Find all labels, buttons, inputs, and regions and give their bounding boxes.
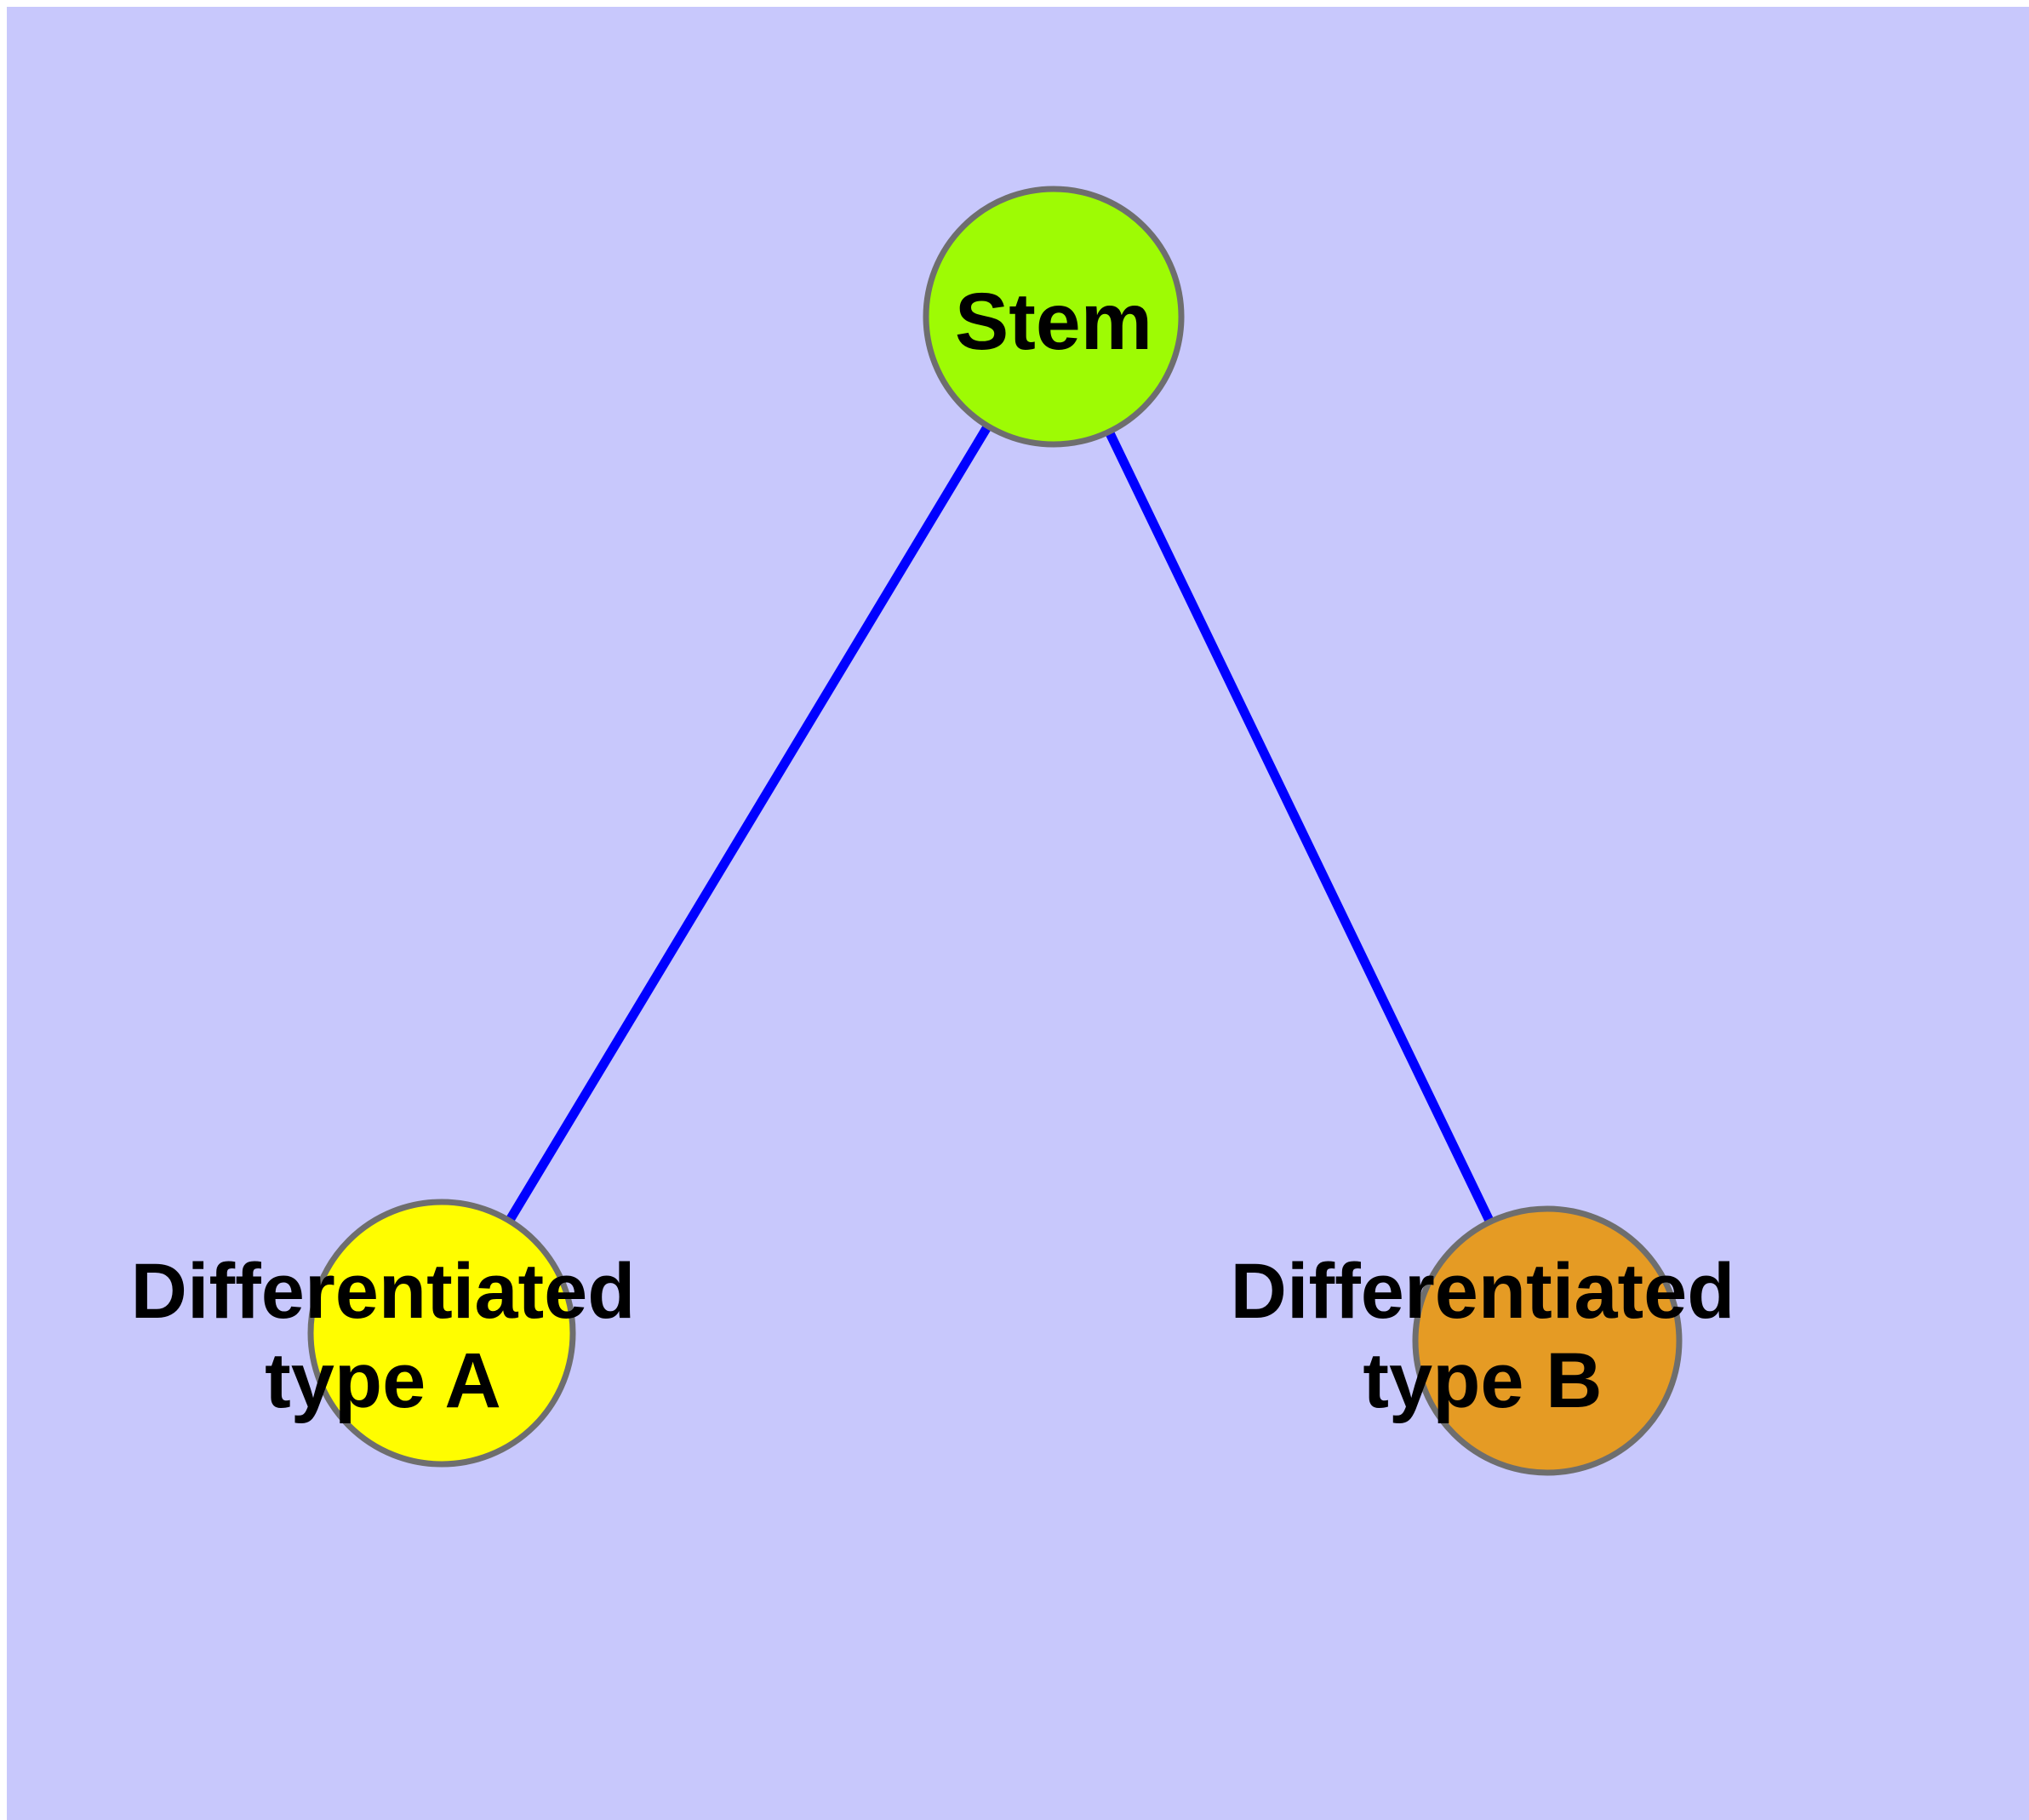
differentiated-type-b-node-circle[interactable] (1412, 1205, 1683, 1476)
node-layer: Stem (307, 186, 1683, 1476)
edge-stem-to-differentiated-type-a[interactable] (437, 314, 1058, 1336)
differentiated-type-b-label-line2: type B (1363, 1337, 1602, 1424)
node-differentiated-type-b[interactable] (1412, 1205, 1683, 1476)
node-stem[interactable]: Stem (923, 186, 1185, 448)
differentiated-type-a-label-line1: Differentiated (131, 1248, 636, 1335)
edge-stem-to-differentiated-type-b[interactable] (1049, 314, 1552, 1343)
stem-node-label: Stem (955, 277, 1152, 367)
differentiated-type-a-label-line2: type A (265, 1337, 501, 1424)
edge-layer (437, 314, 1552, 1343)
stem-node-circle[interactable] (923, 186, 1185, 448)
differentiated-type-b-label-line1: Differentiated (1231, 1248, 1735, 1335)
node-label-layer: Differentiated type A Differentiated typ… (131, 1248, 1735, 1424)
differentiated-type-a-node-circle[interactable] (307, 1199, 576, 1468)
node-differentiated-type-a[interactable] (307, 1199, 576, 1468)
